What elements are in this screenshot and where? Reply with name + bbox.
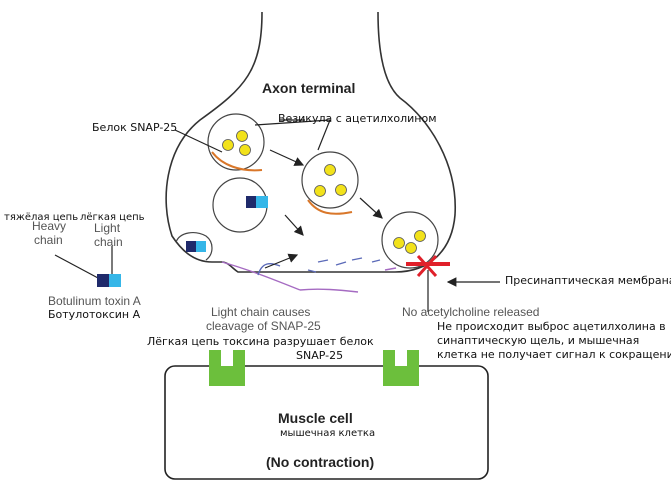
receptor-right-icon (383, 350, 419, 386)
snap25-fragments (221, 257, 397, 293)
no-ach-ru-label-3: клетка не получает сигнал к сокращению (437, 348, 671, 361)
receptor-left-icon (209, 350, 245, 386)
vesicle-2 (301, 151, 359, 215)
heavy-chain-label-2: chain (34, 233, 63, 247)
botulinum-toxin-icon (97, 274, 121, 287)
light-chain-label-2: chain (94, 235, 123, 249)
heavy-chain-label-1: Heavy (32, 219, 67, 233)
no-contraction-label: (No contraction) (266, 454, 375, 470)
no-ach-ru-label-1: Не происходит выброс ацетилхолина в (437, 320, 666, 333)
arrows (54, 119, 500, 312)
vesicle-1 (207, 113, 265, 172)
vesicle-docked (381, 211, 439, 269)
axon-terminal-outline (165, 11, 456, 273)
cleavage-ru-label-2: SNAP-25 (296, 349, 344, 362)
membrane-ru-label: Пресинаптическая мембрана (505, 274, 671, 287)
light-chain-ru-label: лёгкая цепь (80, 212, 145, 223)
light-chain-label-1: Light (94, 221, 121, 235)
snap25-ru-label: Белок SNAP-25 (92, 121, 178, 134)
muscle-cell-ru-label: мышечная клетка (280, 428, 376, 439)
cleavage-en-label-1: Light chain causes (211, 305, 311, 319)
vesicle-ru-label: Везикула с ацетилхолином (278, 112, 437, 125)
cleavage-en-label-2: cleavage of SNAP-25 (206, 319, 321, 333)
muscle-cell-label: Muscle cell (278, 410, 353, 426)
toxin-entering (175, 232, 213, 261)
axon-terminal-label: Axon terminal (262, 80, 356, 96)
heavy-chain-ru-label: тяжёлая цепь (4, 212, 79, 223)
vesicle-toxin (212, 177, 268, 233)
no-ach-en-label: No acetylcholine released (402, 305, 540, 319)
botox-ru-label: Ботулотоксин А (48, 308, 141, 321)
muscle-cell (164, 365, 489, 480)
cleavage-ru-label-1: Лёгкая цепь токсина разрушает белок (147, 335, 374, 348)
block-cross-icon (406, 254, 450, 278)
botox-en-label: Botulinum toxin A (48, 294, 141, 308)
no-ach-ru-label-2: синаптическую щель, и мышечная (437, 334, 640, 347)
